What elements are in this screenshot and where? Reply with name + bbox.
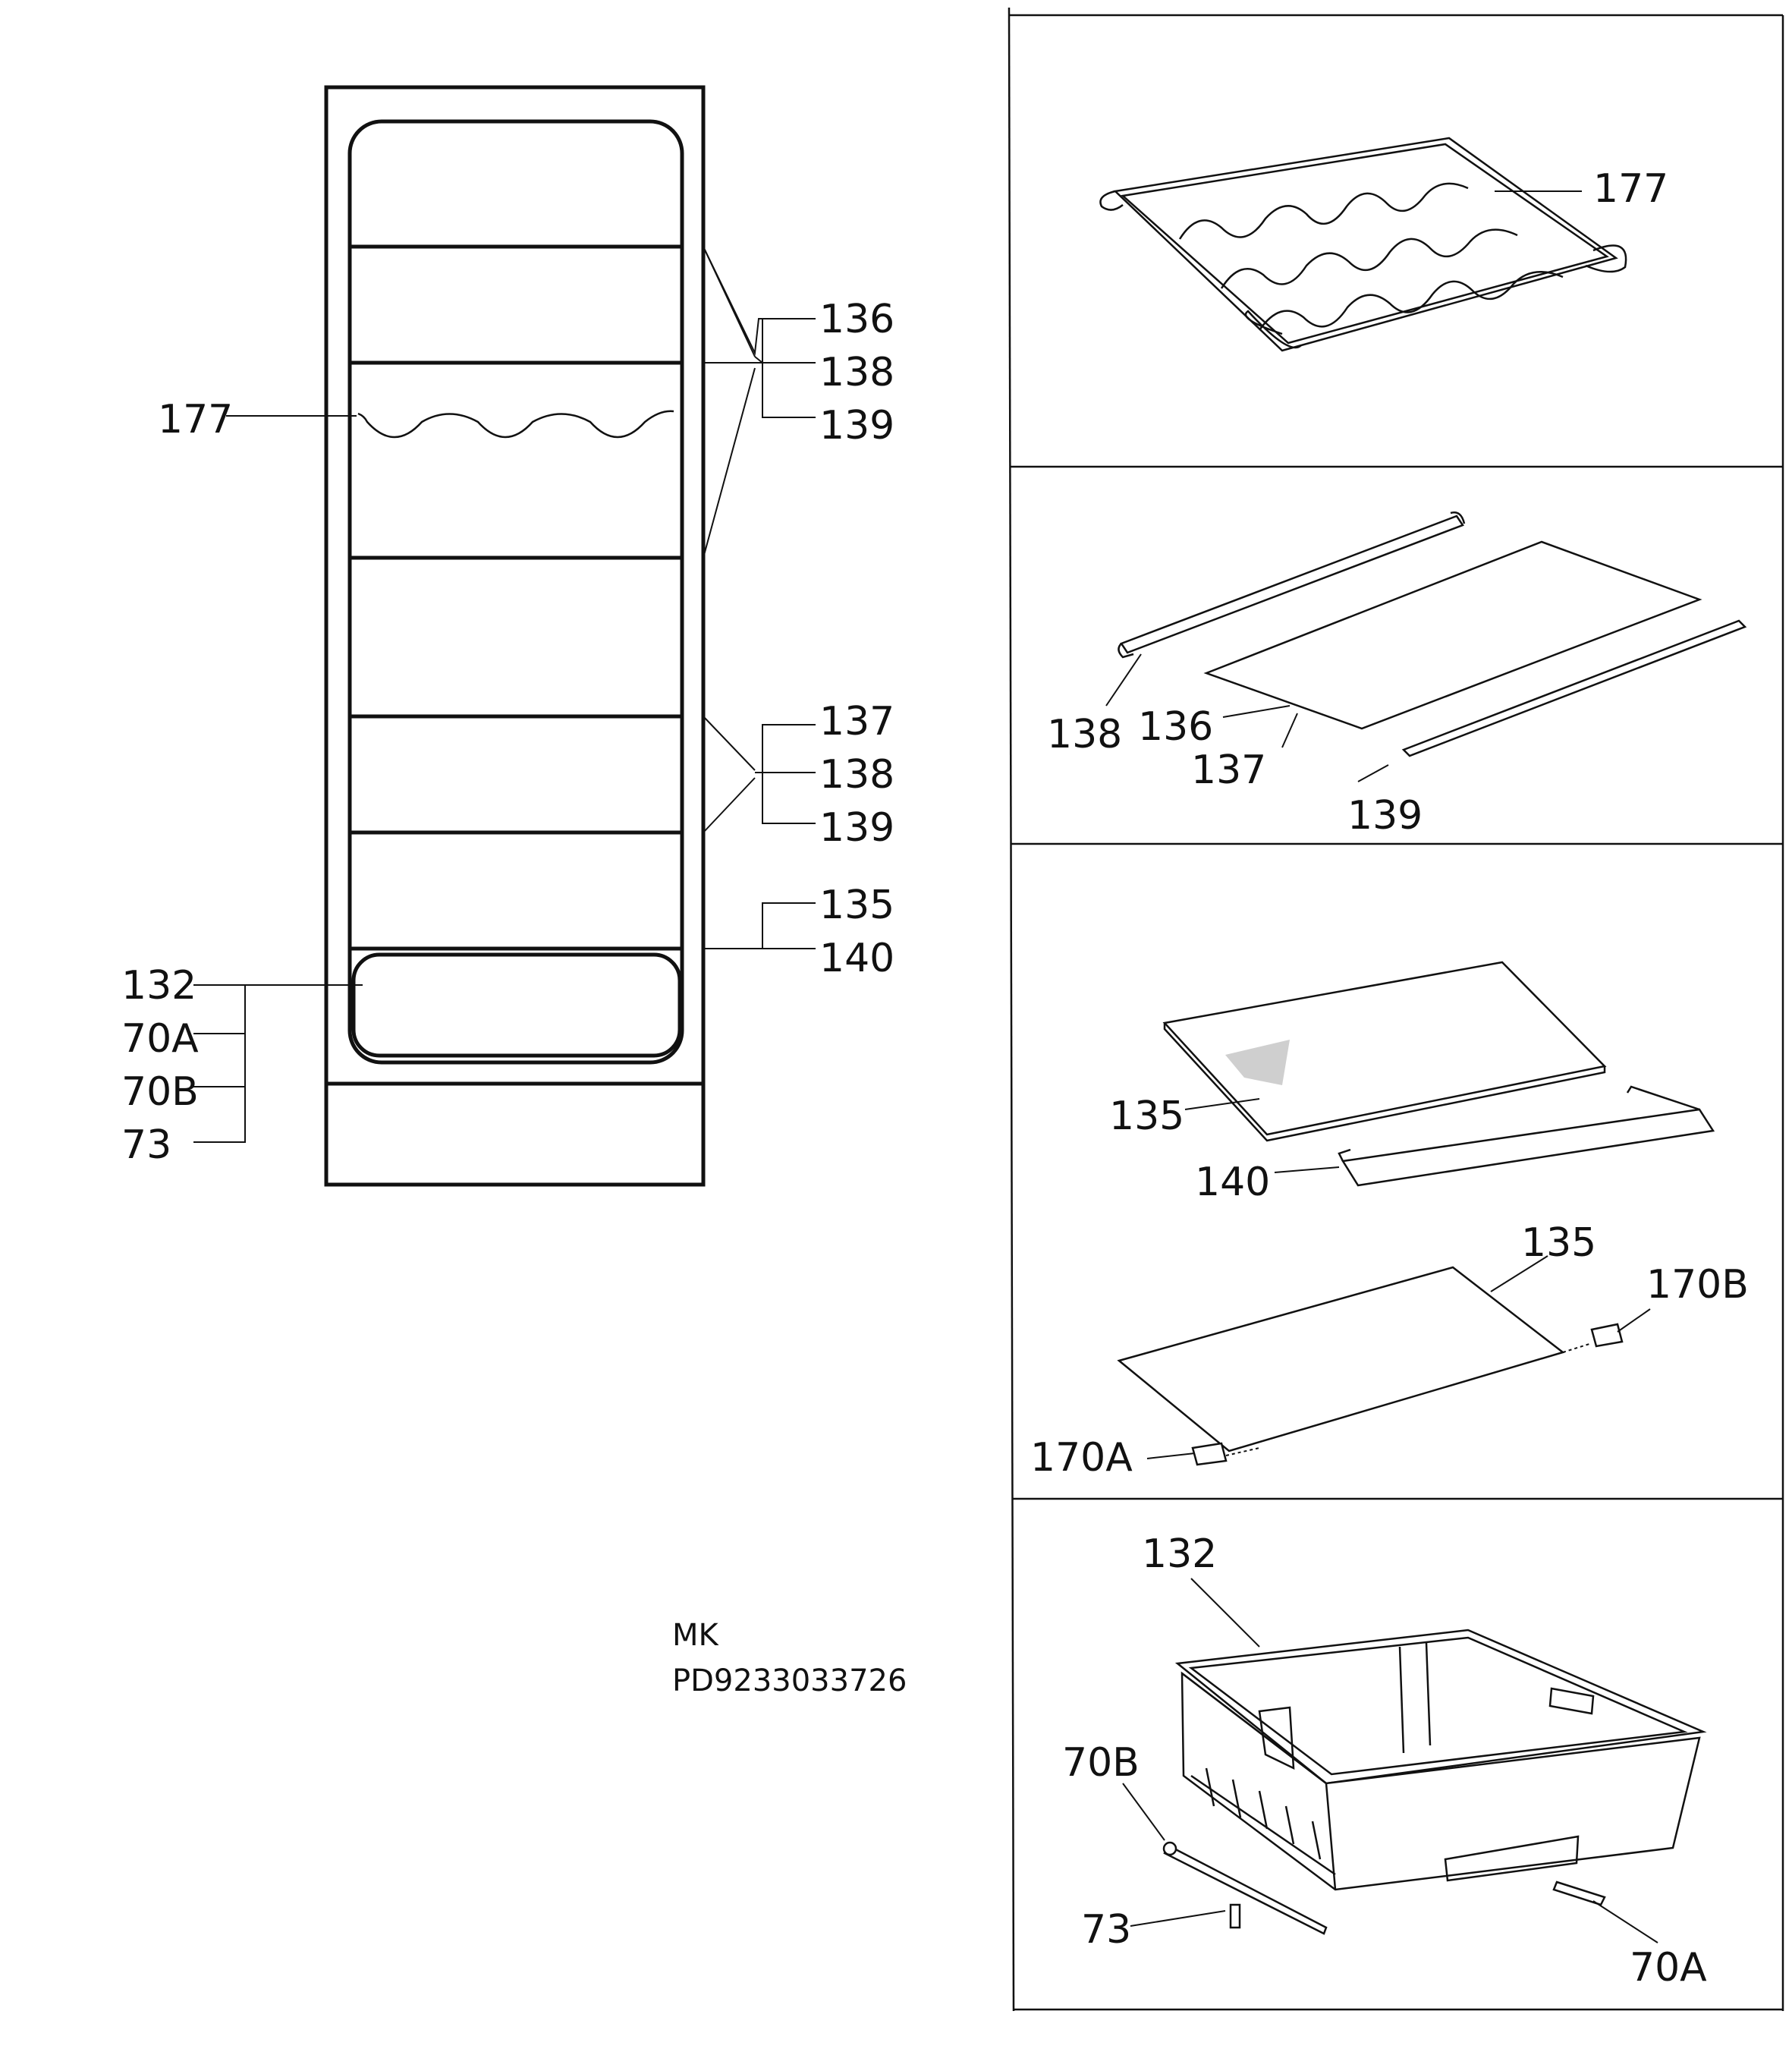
drawer-rim-inner	[1188, 1636, 1688, 1776]
label-132: 132	[1142, 1531, 1217, 1577]
lower-glass	[1117, 1266, 1565, 1452]
crisper-drawer-outline	[351, 952, 682, 1058]
leader-70b	[1122, 1783, 1165, 1841]
panel-glass-shelf: 138 136 137 139	[1047, 511, 1747, 839]
front-trim-end-left	[1338, 1148, 1351, 1162]
fridge-liner	[347, 119, 684, 1065]
label-136: 136	[1138, 704, 1213, 750]
callout-70a: 70A	[121, 1016, 199, 1062]
drawer-divider-2	[1425, 1642, 1432, 1746]
cover-texture	[1225, 1040, 1290, 1085]
wine-wave-1	[1178, 182, 1469, 240]
wine-rack-hook-bottom	[1244, 310, 1302, 349]
label-140: 140	[1195, 1160, 1270, 1205]
label-135-top: 135	[1109, 1094, 1184, 1139]
shelf-glass	[1203, 540, 1702, 730]
drawer-handle	[1258, 1706, 1295, 1770]
slide-left-wheel	[1162, 1841, 1177, 1856]
label-135-lower: 135	[1521, 1220, 1596, 1266]
leader-upper-a	[703, 246, 756, 357]
leader-170a	[1146, 1452, 1196, 1459]
drawer-front-left	[1181, 1673, 1337, 1890]
panel-left-border	[1008, 7, 1015, 2012]
drawer-slot	[1548, 1687, 1595, 1715]
callout-132: 132	[121, 963, 196, 1009]
drawer-divider	[1398, 1646, 1405, 1754]
cover-glass-top	[1162, 961, 1607, 1136]
callout-139: 139	[819, 403, 894, 448]
panel-wine-rack: 177	[1099, 137, 1668, 352]
callout-177: 177	[158, 397, 233, 442]
leader-139	[1357, 764, 1389, 782]
leader-135-top	[1184, 1098, 1260, 1110]
leader-70a	[1592, 1900, 1658, 1943]
wine-rack-wave	[357, 410, 674, 439]
leader-mid-b	[703, 777, 756, 833]
callout-138: 138	[819, 350, 894, 395]
label-170b: 170B	[1646, 1262, 1749, 1308]
leader-137	[1281, 713, 1298, 748]
label-73: 73	[1081, 1907, 1131, 1953]
panel-crisper-cover: 135 140 135 170B 170A	[1030, 961, 1749, 1481]
label-70b: 70B	[1062, 1740, 1140, 1786]
bracket-low	[762, 902, 816, 949]
front-trim-end	[1626, 1085, 1700, 1111]
callout-138: 138	[819, 752, 894, 798]
shelf-rail	[1120, 515, 1464, 654]
leader-mid-a	[703, 716, 756, 771]
drawer-base-ribs	[1205, 1767, 1322, 1860]
clip-left	[1191, 1442, 1228, 1466]
slide-right	[1552, 1880, 1606, 1906]
cover-glass-edge	[1163, 1023, 1606, 1142]
label-177: 177	[1593, 166, 1668, 212]
bracket-mid	[762, 724, 816, 824]
wine-rack-hook-right	[1585, 244, 1627, 273]
wine-wave-3	[1258, 271, 1564, 331]
leader-170b	[1617, 1308, 1651, 1333]
label-137: 137	[1191, 747, 1266, 793]
drawer-base-detail	[1190, 1774, 1336, 1876]
leader-140	[1274, 1166, 1340, 1173]
callout-139: 139	[819, 805, 894, 851]
fridge-overview: 136 138 139 177 137 138 139 135 140 132 …	[121, 85, 894, 1187]
clip-right	[1590, 1323, 1624, 1348]
callout-140: 140	[819, 936, 894, 981]
wine-rack-inner	[1121, 143, 1609, 345]
callout-136: 136	[819, 297, 894, 342]
leader-138	[1105, 653, 1142, 707]
wine-rack-hook-left	[1099, 190, 1124, 211]
screw	[1229, 1903, 1241, 1929]
callout-73: 73	[121, 1122, 171, 1168]
label-139: 139	[1347, 793, 1423, 839]
wine-rack-frame	[1113, 137, 1618, 352]
shelf-trim	[1401, 619, 1747, 757]
shelf-rail-end-left	[1118, 643, 1134, 659]
clip-right-dots	[1562, 1342, 1592, 1353]
leader-73	[1130, 1910, 1226, 1927]
bracket-upper	[762, 318, 816, 418]
front-trim	[1341, 1108, 1715, 1187]
leader-136	[1222, 705, 1291, 718]
bracket-upper-join	[754, 356, 763, 364]
leader-upper-c	[703, 367, 756, 559]
label-170a: 170A	[1030, 1435, 1133, 1481]
callout-70b: 70B	[121, 1069, 199, 1115]
leader-136	[703, 246, 762, 356]
fridge-cabinet	[324, 85, 706, 1187]
reference-mk: MK	[672, 1618, 720, 1653]
bracket-left	[193, 1033, 246, 1143]
label-70a: 70A	[1630, 1945, 1707, 1991]
callout-137: 137	[819, 699, 894, 744]
label-138: 138	[1047, 712, 1122, 757]
leader-135-lower	[1490, 1255, 1548, 1292]
callout-135: 135	[819, 883, 894, 928]
panel-frame	[1008, 7, 1784, 2012]
leader-132-drawer	[1190, 1578, 1260, 1648]
wine-wave-2	[1220, 228, 1518, 289]
reference-pnc: PD9233033726	[672, 1663, 907, 1698]
shelf-rail-end-right	[1450, 511, 1466, 524]
panel-drawer: 132 70B 73 70A	[1062, 1531, 1707, 1991]
drawer-window	[1444, 1835, 1580, 1882]
